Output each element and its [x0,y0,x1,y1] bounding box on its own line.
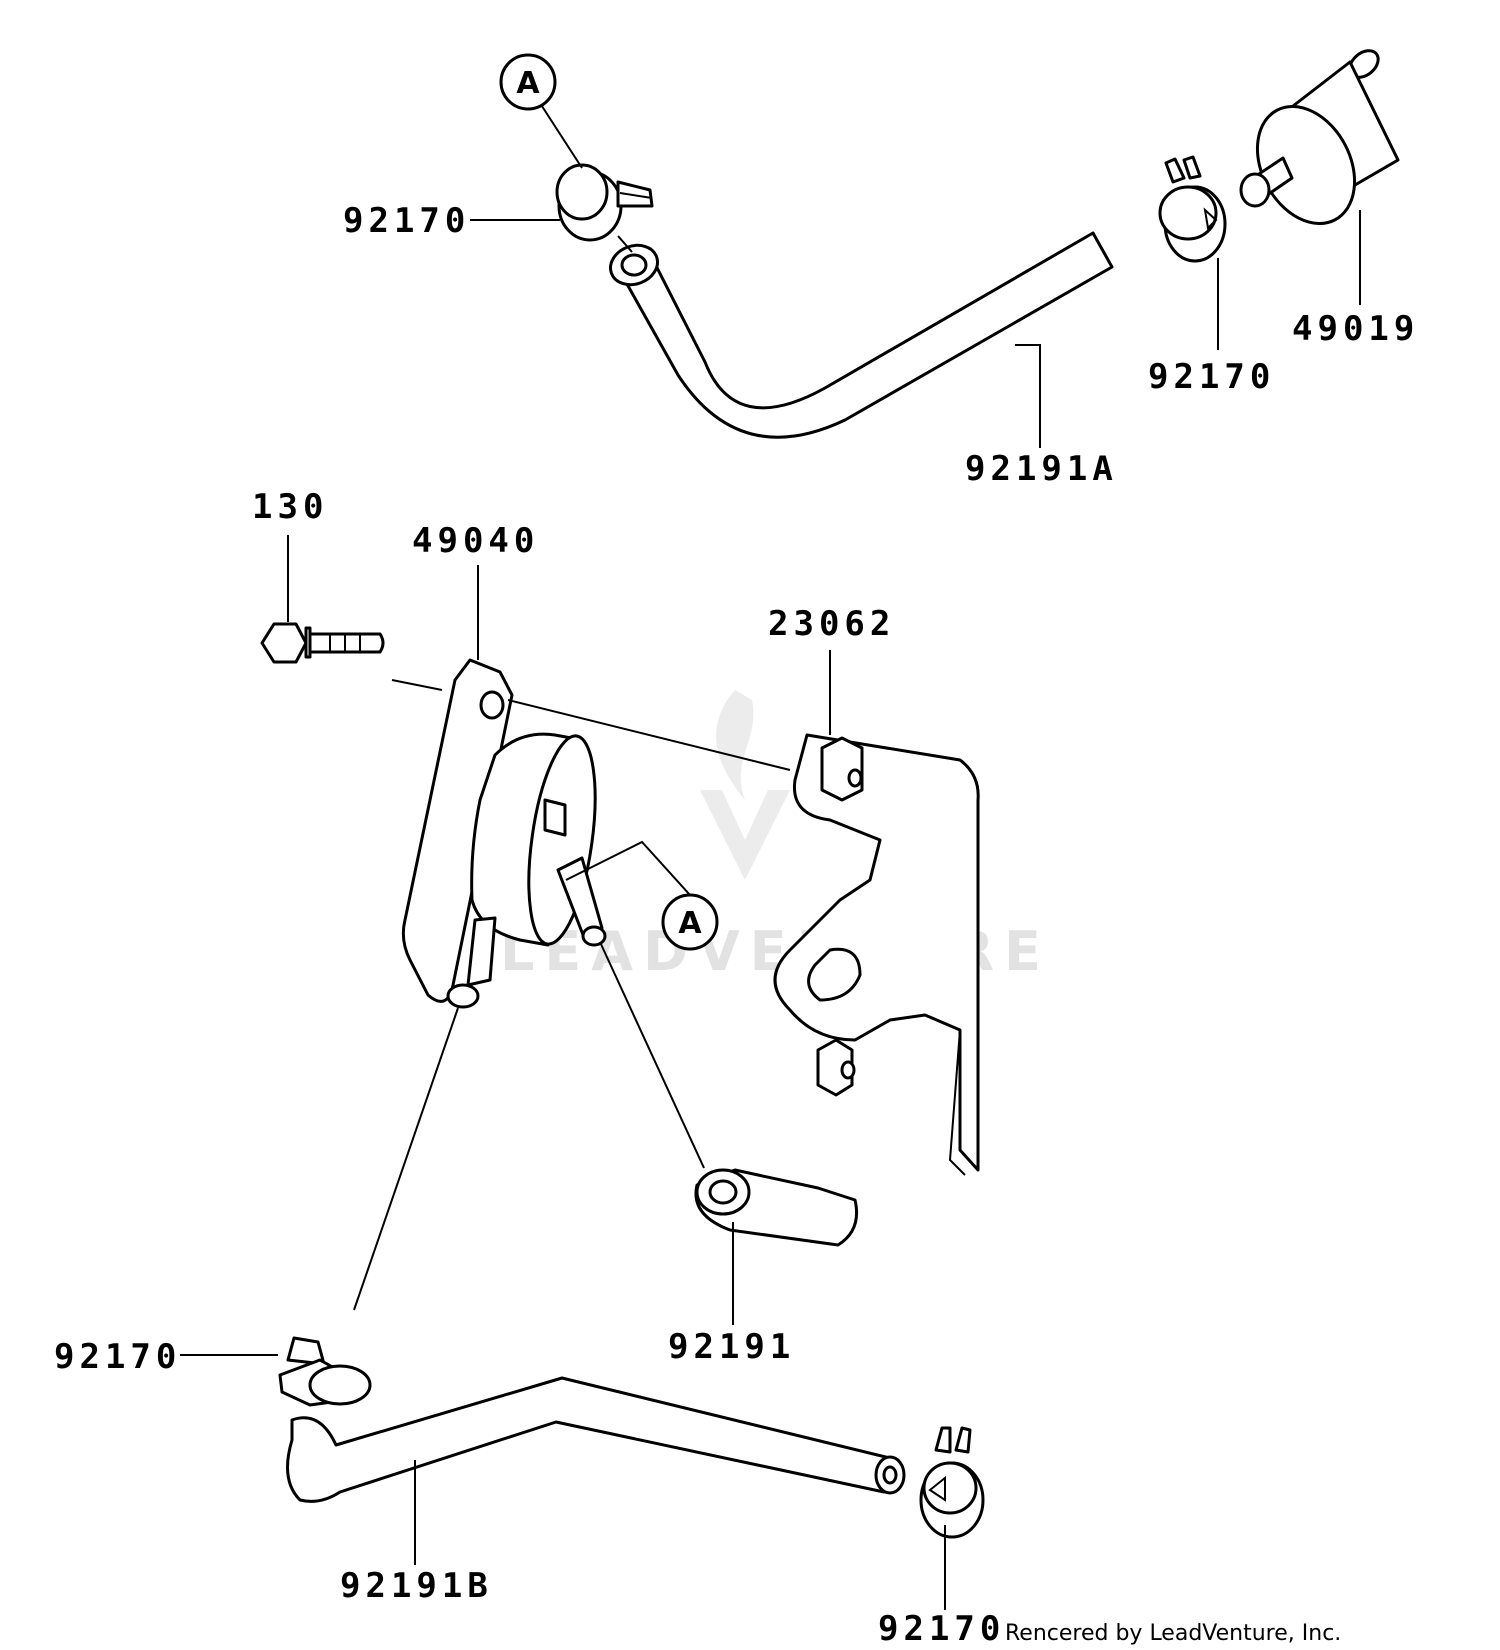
hose-92191 [694,1168,859,1247]
leader-lines [180,99,1361,1610]
clamp-92170-lower-right [919,1426,985,1539]
clamp-92170-lower-left [278,1336,372,1407]
bolt-130 [260,622,385,664]
label-right-clamp: 92170 [1148,357,1275,397]
clamp-92170-right [1158,155,1227,263]
label-bolt: 130 [252,487,328,527]
label-fuel-pump: 49040 [412,521,539,561]
fuel-pump-49040 [401,658,607,1009]
label-top-clamp: 92170 [343,201,470,241]
fuel-filter-49019 [1239,49,1400,226]
label-fuel-filter: 49019 [1292,309,1419,349]
hose-92191B [286,1376,906,1503]
hose-92191A [609,231,1114,439]
label-lower-clamp-left: 92170 [54,1337,181,1377]
callout-a-pump-text: A [678,906,702,941]
label-short-hose: 92191 [668,1327,795,1367]
part-labels: 92170 92191A 92170 49019 130 49040 23062… [54,201,1419,1649]
label-top-hose: 92191A [965,449,1118,489]
callout-a-top-text: A [516,66,540,101]
clamp-92170-top [555,163,654,242]
render-credit: Rencered by LeadVenture, Inc. [1005,1621,1341,1646]
label-bracket: 23062 [768,604,895,644]
callout-a-top: A [499,53,557,111]
bracket-23062 [773,733,980,1176]
label-lower-clamp-right: 92170 [878,1609,1005,1649]
callout-a-pump: A [661,893,719,951]
label-lower-hose: 92191B [340,1566,493,1606]
